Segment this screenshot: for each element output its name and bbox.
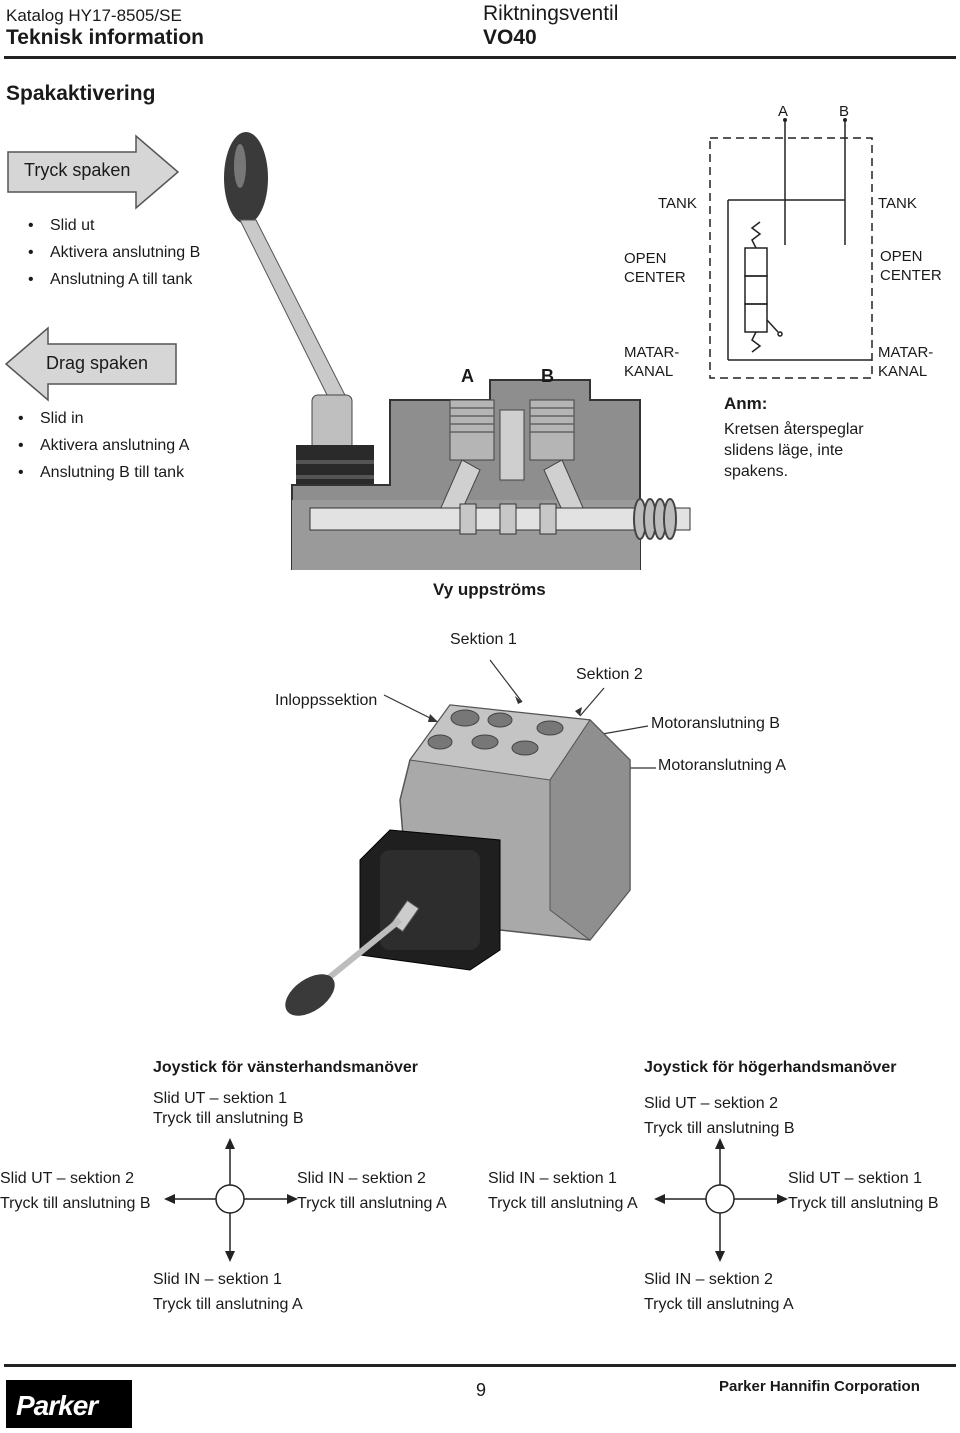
inlet-section-label: Inloppssektion (275, 692, 378, 709)
motor-port-a-label: Motoranslutning A (658, 757, 787, 774)
product-type: Riktningsventil (483, 2, 619, 25)
feed-channel-label-right: MATAR-KANAL (878, 344, 934, 380)
joystick-right-diagram (654, 1138, 788, 1262)
section-2-label: Sektion 2 (576, 666, 643, 683)
section-port-b: B (541, 366, 554, 386)
push-bullet: Aktivera anslutning B (28, 239, 200, 266)
valve-assembly-image (285, 659, 656, 1016)
pull-arrow-icon (4, 326, 177, 402)
header-rule (4, 56, 956, 59)
upstream-view-title: Vy uppströms (433, 580, 546, 599)
company-name: Parker Hannifin Corporation (719, 1378, 920, 1395)
note-title: Anm: (724, 394, 768, 413)
section-heading: Teknisk information (6, 26, 204, 49)
product-name: VO40 (483, 26, 537, 49)
joystick-right-title: Joystick för högerhandsmanöver (644, 1059, 897, 1076)
push-bullet-list: Slid ut Aktivera anslutning B Anslutning… (28, 212, 200, 293)
parker-logo-text: Parker (16, 1390, 98, 1421)
push-bullet: Slid ut (28, 212, 200, 239)
joystick-left-title: Joystick för vänsterhandsmanöver (153, 1059, 418, 1076)
motor-port-b-label: Motoranslutning B (651, 715, 780, 732)
pull-lever-label: Drag spaken (46, 353, 149, 373)
pull-bullet: Aktivera anslutning A (18, 432, 189, 459)
lever-section-title: Spakaktivering (6, 82, 156, 105)
page-number: 9 (476, 1380, 487, 1400)
tank-label-left: TANK (658, 195, 697, 212)
footer-rule (4, 1364, 956, 1367)
section-port-a: A (461, 366, 474, 386)
tank-label-right: TANK (878, 195, 917, 212)
valve-cross-section-image (224, 132, 691, 570)
push-lever-label: Tryck spaken (24, 160, 131, 180)
circuit-port-b: B (839, 103, 850, 120)
parker-logo: Parker (6, 1380, 132, 1428)
catalog-number: Katalog HY17-8505/SE (6, 6, 182, 25)
circuit-schematic (709, 118, 873, 379)
section-1-label: Sektion 1 (450, 631, 517, 648)
pull-bullet: Slid in (18, 405, 189, 432)
push-bullet: Anslutning A till tank (28, 266, 200, 293)
feed-channel-label-left: MATAR-KANAL (624, 344, 680, 380)
pull-bullet-list: Slid in Aktivera anslutning A Anslutning… (18, 405, 189, 486)
circuit-port-a: A (778, 103, 789, 120)
push-arrow-icon (7, 134, 180, 210)
pull-bullet: Anslutning B till tank (18, 459, 189, 486)
joystick-left-diagram (164, 1138, 298, 1262)
